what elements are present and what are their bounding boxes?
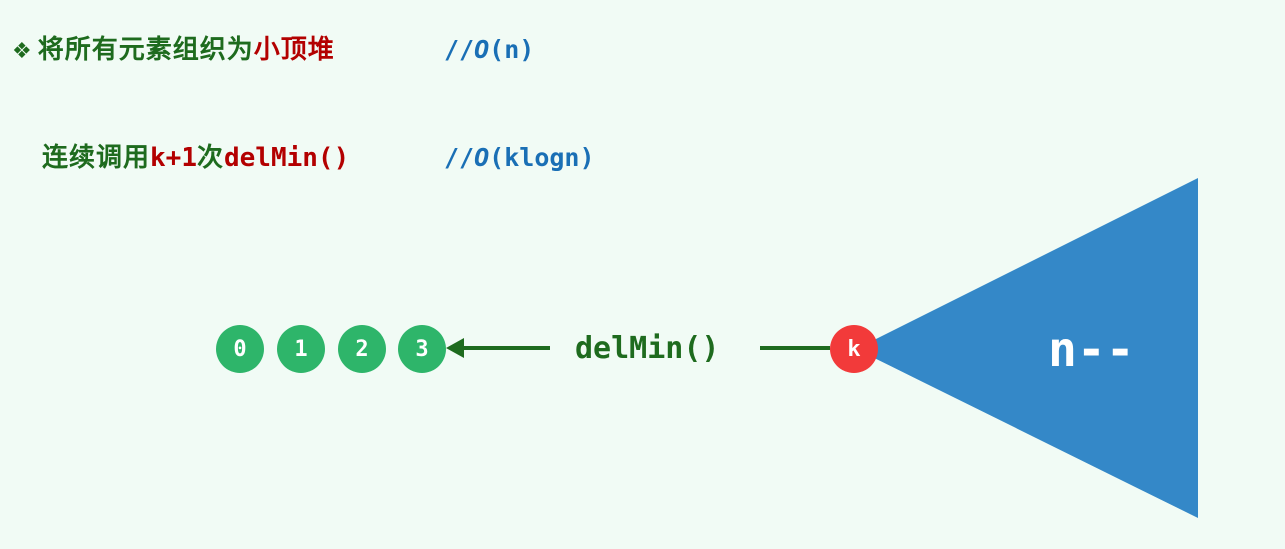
heap-top-node: k	[830, 325, 878, 373]
delmin-operation-label: delMin()	[575, 331, 720, 366]
arrowhead-icon	[446, 338, 464, 358]
step-2-line: 连续调用k+1次delMin()	[42, 142, 349, 174]
step-1-text: 将所有元素组织为	[37, 35, 254, 65]
big-o: O	[474, 143, 490, 172]
step-1-complexity: //O(n)	[444, 34, 534, 66]
extracted-node: 3	[398, 325, 446, 373]
big-o: O	[474, 35, 490, 64]
step-2-count: k+1	[150, 143, 197, 173]
extracted-node: 0	[216, 325, 264, 373]
extracted-node: 2	[338, 325, 386, 373]
bullet-icon: ❖	[12, 39, 32, 64]
heap-size-label: n--	[1048, 322, 1135, 378]
heap-triangle	[856, 178, 1198, 518]
step-2-complexity: //O(klogn)	[444, 142, 595, 174]
step-2-call: delMin()	[224, 143, 350, 173]
extracted-node: 1	[277, 325, 325, 373]
step-2-text-b: 次	[196, 143, 224, 173]
step-1-line: ❖将所有元素组织为小顶堆	[12, 34, 335, 68]
step-2-text-a: 连续调用	[42, 143, 151, 173]
complexity-arg: (klogn)	[489, 143, 595, 172]
comment-prefix: //	[444, 143, 475, 172]
comment-prefix: //	[444, 35, 475, 64]
step-1-highlight: 小顶堆	[253, 35, 335, 65]
complexity-arg: (n)	[489, 35, 535, 64]
